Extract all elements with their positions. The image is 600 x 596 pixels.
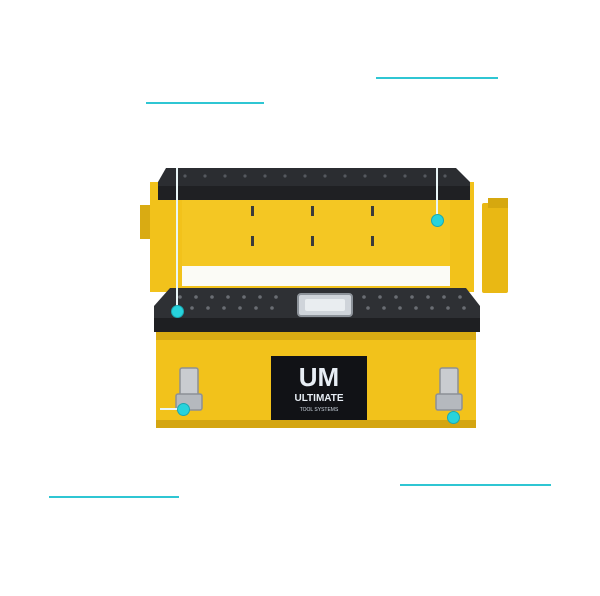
logo-tagline: TOOL SYSTEMS [300, 407, 339, 413]
logo-mark: UM [299, 362, 339, 392]
brand-logo: UM ULTIMATE TOOL SYSTEMS [294, 362, 343, 413]
logo-plate [271, 356, 367, 420]
callout-line-bottom-left [49, 496, 179, 498]
hotspot-top-tray[interactable] [431, 214, 444, 227]
lower-tray-holes [174, 295, 466, 310]
hotspot-lower-tray[interactable] [171, 305, 184, 318]
callout-line-bottom-right [400, 484, 551, 486]
logo-name: ULTIMATE [294, 393, 343, 404]
callout-line-top-left [146, 102, 264, 104]
left-bracket [140, 205, 152, 239]
top-tray-holes [183, 174, 447, 178]
hotspot-right-latch[interactable] [447, 411, 460, 424]
hotspot-left-latch[interactable] [177, 403, 190, 416]
side-bin [482, 203, 508, 293]
right-latch [435, 367, 463, 411]
callout-line-top-right [376, 77, 498, 79]
